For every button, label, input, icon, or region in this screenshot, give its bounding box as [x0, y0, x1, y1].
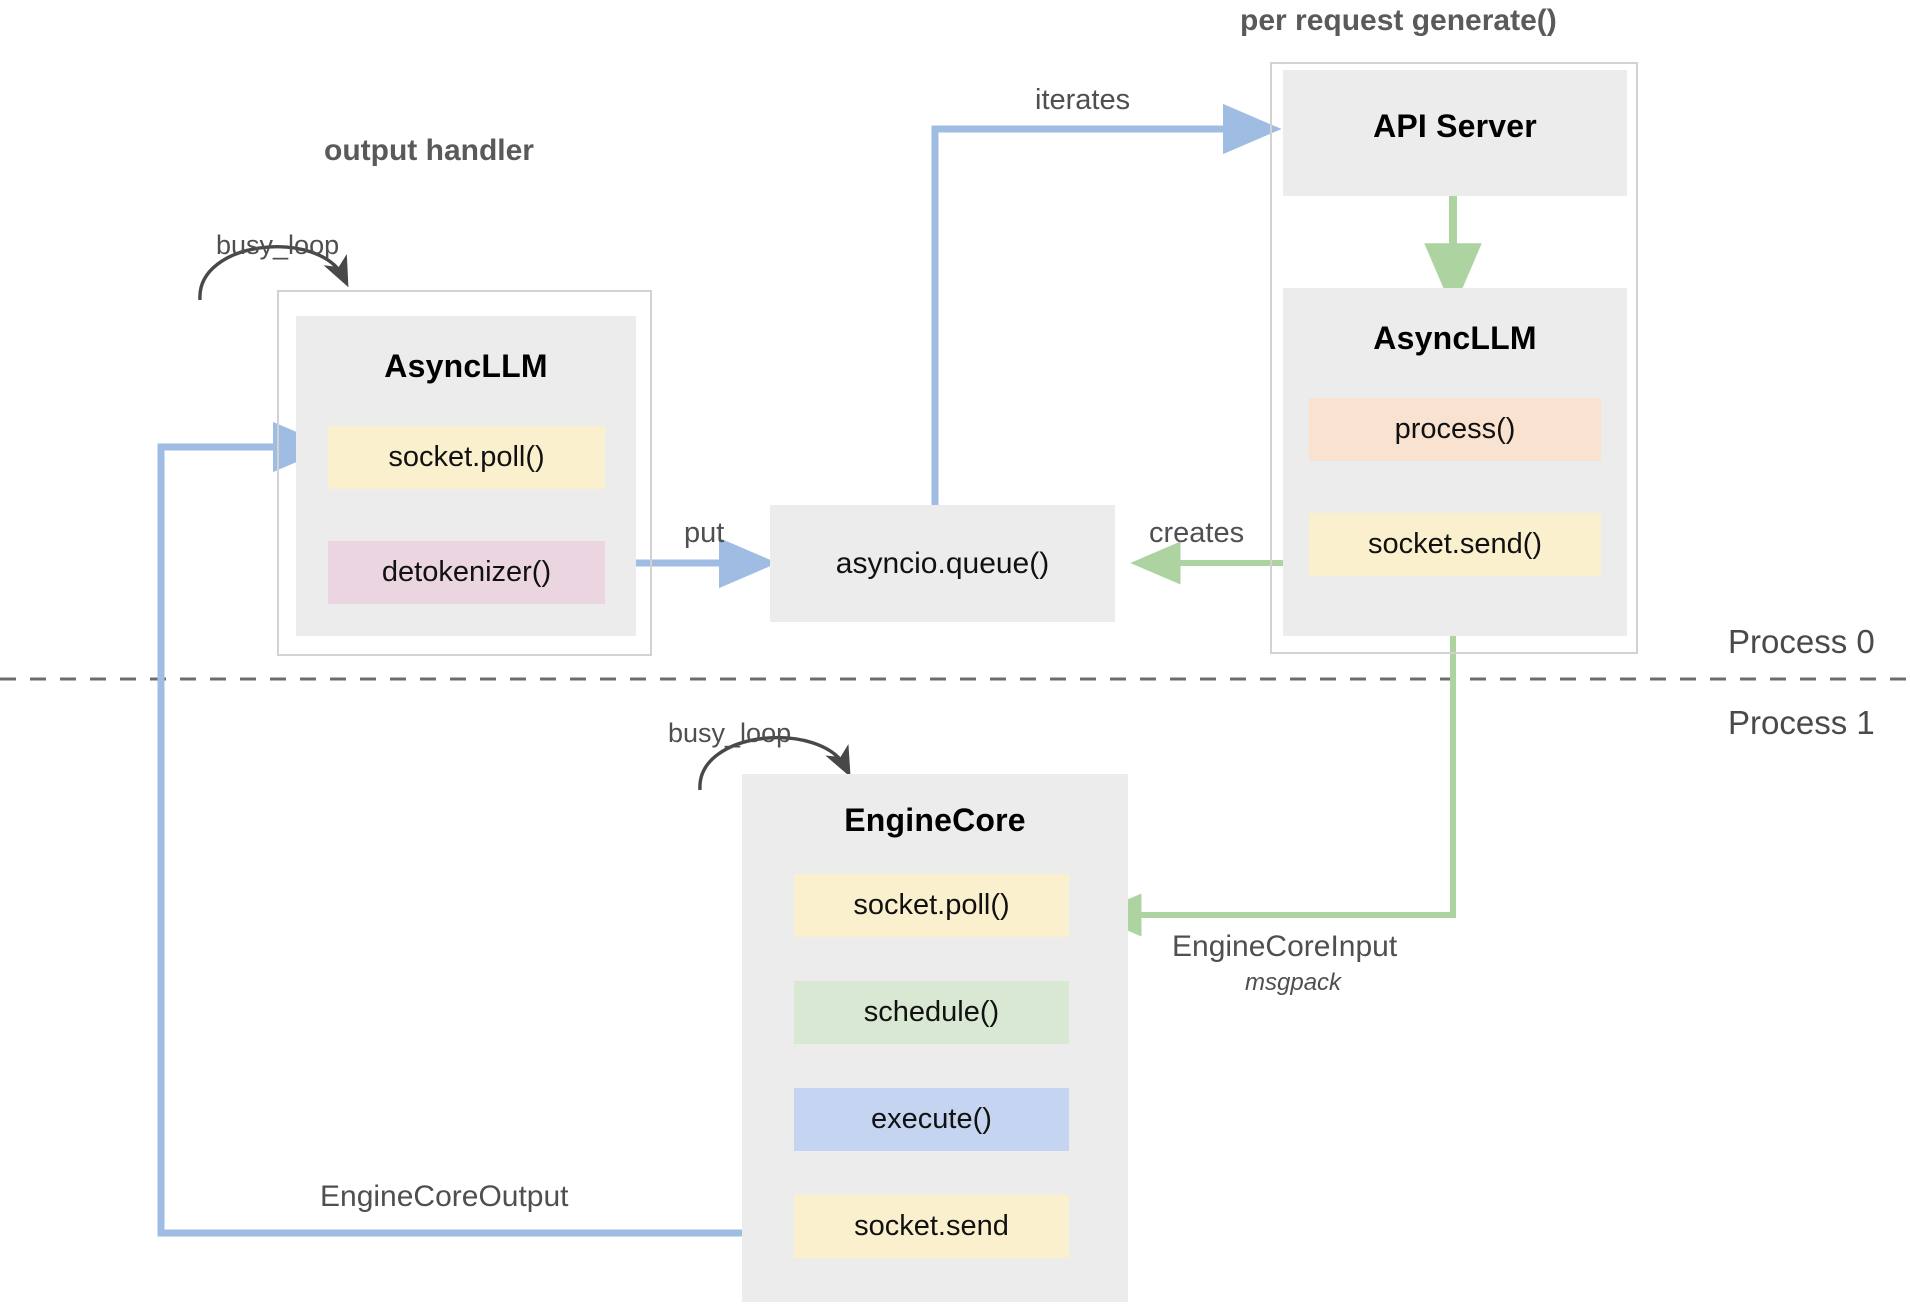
component-api-server-title: API Server	[1373, 108, 1537, 144]
method-socket-poll-enginecore[interactable]: socket.poll()	[794, 874, 1069, 937]
component-enginecore: EngineCore socket.poll() schedule() exec…	[742, 774, 1128, 1302]
method-execute[interactable]: execute()	[794, 1088, 1069, 1151]
method-execute-label: execute()	[871, 1103, 992, 1135]
method-schedule-label: schedule()	[863, 996, 1000, 1028]
component-api-server: API Server	[1283, 70, 1627, 196]
method-socket-poll-left[interactable]: socket.poll()	[328, 426, 605, 489]
process-0-label: Process 0	[1728, 623, 1875, 660]
component-asyncllm-left-title: AsyncLLM	[384, 348, 548, 384]
arrow-iterates	[931, 103, 1282, 505]
method-process[interactable]: process()	[1309, 398, 1601, 461]
put-label: put	[684, 517, 725, 549]
component-asyncllm-right: AsyncLLM process() socket.send()	[1283, 288, 1627, 636]
enginecore-input-label: EngineCoreInput	[1172, 930, 1398, 963]
method-socket-send-enginecore[interactable]: socket.send	[794, 1195, 1069, 1258]
output-handler-frame	[277, 290, 652, 656]
method-socket-send-enginecore-label: socket.send	[854, 1210, 1009, 1242]
iterates-label: iterates	[1035, 84, 1131, 116]
busy-loop-label-left: busy_loop	[216, 230, 340, 260]
per-request-generate-frame	[1270, 62, 1638, 654]
enginecore-input-sub-label: msgpack	[1245, 969, 1342, 996]
method-socket-send-right-label: socket.send()	[1367, 528, 1543, 560]
method-detokenizer-label: detokenizer()	[381, 556, 552, 588]
component-asyncllm-left: AsyncLLM socket.poll() detokenizer()	[296, 316, 636, 636]
per-request-generate-title: per request generate()	[1240, 4, 1557, 37]
method-detokenizer[interactable]: detokenizer()	[328, 541, 605, 604]
method-socket-send-right[interactable]: socket.send()	[1309, 513, 1601, 576]
asyncio-queue-label: asyncio.queue()	[835, 546, 1050, 580]
output-handler-title: output handler	[324, 134, 534, 167]
process-1-label: Process 1	[1728, 704, 1875, 741]
method-socket-poll-enginecore-label: socket.poll()	[853, 889, 1010, 921]
busy-loop-label-enginecore: busy_loop	[668, 718, 792, 748]
component-enginecore-title: EngineCore	[844, 802, 1026, 838]
method-schedule[interactable]: schedule()	[794, 981, 1069, 1044]
creates-label: creates	[1149, 517, 1245, 549]
method-process-label: process()	[1394, 413, 1516, 445]
component-asyncllm-right-title: AsyncLLM	[1373, 320, 1537, 356]
enginecore-output-label: EngineCoreOutput	[320, 1180, 569, 1213]
method-socket-poll-left-label: socket.poll()	[388, 441, 545, 473]
asyncio-queue-box[interactable]: asyncio.queue()	[770, 505, 1115, 622]
